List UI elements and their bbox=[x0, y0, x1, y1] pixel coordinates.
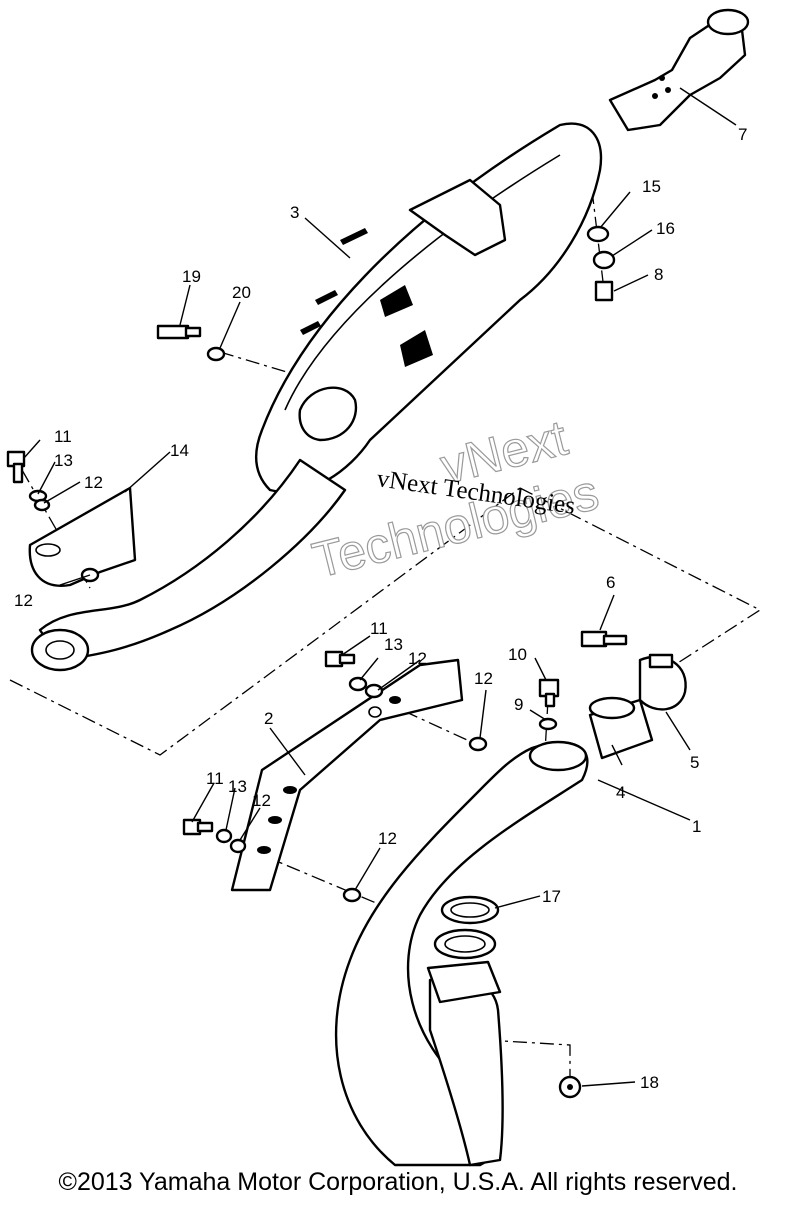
callout-18: 18 bbox=[640, 1073, 659, 1092]
callout-3: 3 bbox=[290, 203, 299, 222]
callout-12d: 12 bbox=[474, 669, 493, 688]
callout-11b: 11 bbox=[370, 619, 388, 638]
washer-12f bbox=[342, 887, 362, 903]
callout-12e: 12 bbox=[252, 791, 271, 810]
callout-4: 4 bbox=[616, 783, 625, 802]
callout-13b: 13 bbox=[384, 635, 403, 654]
callout-16: 16 bbox=[656, 219, 675, 238]
callout-8: 8 bbox=[654, 265, 663, 284]
exhaust-pipe bbox=[334, 740, 589, 1167]
copyright-notice: ©2013 Yamaha Motor Corporation, U.S.A. A… bbox=[58, 1168, 738, 1196]
bolt-19 bbox=[156, 324, 202, 340]
callout-13c: 13 bbox=[228, 777, 247, 796]
leader-lines bbox=[23, 87, 737, 1087]
callout-1: 1 bbox=[692, 817, 701, 836]
silencer bbox=[30, 122, 603, 672]
washer-12c bbox=[364, 683, 384, 699]
washer-12e bbox=[229, 838, 247, 854]
callout-13a: 13 bbox=[54, 451, 73, 470]
callout-7: 7 bbox=[738, 125, 747, 144]
callout-17: 17 bbox=[542, 887, 561, 906]
callout-11a: 11 bbox=[54, 427, 72, 446]
callout-2: 2 bbox=[264, 709, 273, 728]
callout-6: 6 bbox=[606, 573, 615, 592]
bolt-8 bbox=[594, 280, 614, 302]
callout-14: 14 bbox=[170, 441, 189, 460]
washer-13c bbox=[215, 828, 233, 844]
tail-pipe bbox=[608, 8, 750, 132]
washer-16 bbox=[592, 250, 616, 270]
callout-9: 9 bbox=[514, 695, 523, 714]
callout-15: 15 bbox=[642, 177, 661, 196]
washer-20 bbox=[206, 346, 226, 362]
nut-18 bbox=[558, 1075, 582, 1099]
bolt-10 bbox=[538, 678, 560, 708]
bolt-11b bbox=[324, 650, 356, 668]
pipe-clamp bbox=[638, 653, 687, 711]
callout-12c: 12 bbox=[408, 649, 427, 668]
callout-19: 19 bbox=[182, 267, 201, 286]
callout-12f: 12 bbox=[378, 829, 397, 848]
bolt-11c bbox=[182, 818, 214, 836]
exhaust-gasket bbox=[440, 895, 500, 925]
callout-12b: 12 bbox=[14, 591, 33, 610]
callout-10: 10 bbox=[508, 645, 527, 664]
joint-gasket bbox=[588, 696, 654, 760]
bolt-11a bbox=[6, 450, 26, 484]
washer-9 bbox=[538, 717, 558, 731]
callout-20: 20 bbox=[232, 283, 251, 302]
callout-12a: 12 bbox=[84, 473, 103, 492]
callout-11c: 11 bbox=[206, 769, 224, 788]
fasteners bbox=[6, 225, 628, 1099]
callout-labels: 1 2 3 4 5 6 7 8 9 10 11 11 11 12 12 12 1… bbox=[14, 125, 747, 1092]
bolt-6 bbox=[580, 630, 628, 648]
pipe-heat-protector bbox=[230, 658, 464, 892]
washer-15 bbox=[586, 225, 610, 243]
rear-protector bbox=[28, 486, 137, 587]
washer-13b bbox=[348, 676, 368, 692]
callout-5: 5 bbox=[690, 753, 699, 772]
washer-12d bbox=[468, 736, 488, 752]
